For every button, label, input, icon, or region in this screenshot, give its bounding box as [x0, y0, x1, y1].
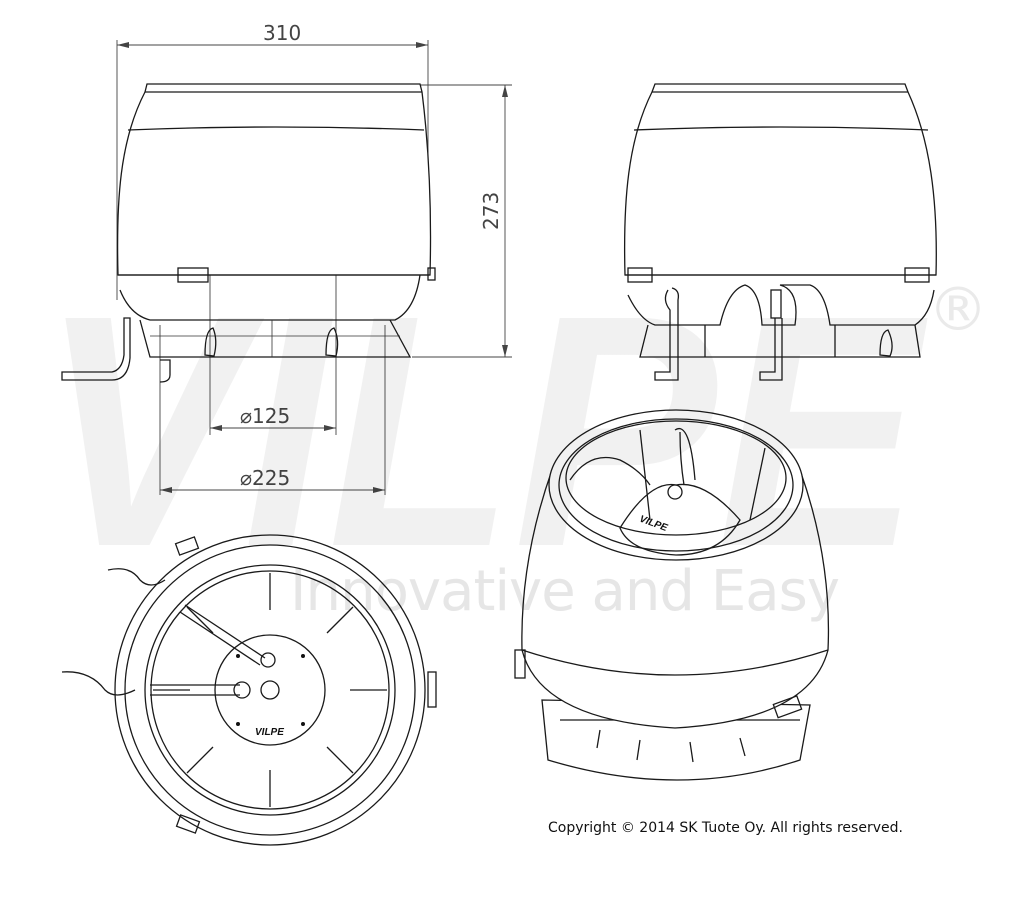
- hub-logo: VILPE: [255, 727, 284, 738]
- dimension-width: 310: [116, 21, 429, 300]
- dimension-inner-diameter-label: ⌀125: [240, 404, 290, 428]
- dimension-outer-diameter-label: ⌀225: [240, 466, 290, 490]
- watermark: VILPE ® Innovative and Easy: [40, 246, 988, 624]
- dimension-height-label: 273: [479, 192, 503, 230]
- watermark-registered: ®: [928, 275, 988, 345]
- watermark-slogan: Innovative and Easy: [290, 559, 840, 624]
- top-view: VILPE: [61, 534, 437, 846]
- side-view: [623, 83, 937, 381]
- front-view: [61, 83, 436, 383]
- dimension-width-label: 310: [263, 21, 301, 45]
- watermark-brand: VILPE: [40, 246, 931, 615]
- perspective-view: VILPE: [514, 409, 830, 781]
- copyright-notice: Copyright © 2014 SK Tuote Oy. All rights…: [548, 820, 903, 836]
- dimension-height: 273: [405, 84, 512, 358]
